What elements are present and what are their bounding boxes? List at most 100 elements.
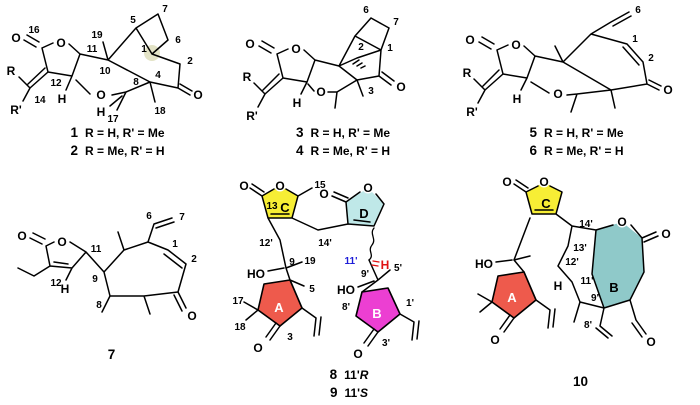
ring-o-atom: O <box>511 38 520 52</box>
compound-number: 7 <box>107 347 116 362</box>
bond-skeleton <box>18 13 193 111</box>
atom-gap <box>274 180 286 192</box>
locant-7: 7 <box>393 17 399 28</box>
ketone-o-atom: O <box>193 88 202 102</box>
locant-19: 19 <box>304 256 316 267</box>
locant-4: 4 <box>155 70 161 81</box>
r-definition: R = Me, R' = H <box>84 144 165 158</box>
locant-8: 8 <box>96 300 102 311</box>
locant-6: 6 <box>146 211 152 222</box>
bond-skeleton <box>243 183 420 347</box>
compound-number: 3 <box>295 125 304 140</box>
ring-b-ketone-o: O <box>646 335 655 349</box>
r-definition: R = H, R' = Me <box>543 126 624 140</box>
panel-compound-1-2: O O O O R R' H H 16 14 12 11 10 19 5 7 6… <box>0 0 235 164</box>
stereo-prefix: 11' <box>344 386 361 400</box>
locant-16: 16 <box>28 25 40 36</box>
r-prime-group: R' <box>10 103 22 117</box>
locant-1: 1 <box>141 44 147 55</box>
h-atom-c12: H <box>513 92 522 106</box>
locant-11-prime: 11' <box>345 256 358 267</box>
compound-number: 2 <box>70 143 78 158</box>
ketone-o-atom: O <box>663 83 672 97</box>
locant-18: 18 <box>234 322 246 333</box>
stereo-letter: S <box>360 386 369 400</box>
locant-17: 17 <box>232 296 244 307</box>
locant-9: 9 <box>289 257 295 268</box>
atom-gap <box>552 88 564 100</box>
locant-13: 13 <box>266 201 278 212</box>
entry-10: 10 <box>468 373 700 391</box>
ring-c-fill <box>262 186 298 218</box>
locant-15: 15 <box>314 180 326 191</box>
panel-compound-8-9: O O O O C D 13 15 12' 14' 11' H HO 9 19 … <box>228 168 470 405</box>
ring-b-fill <box>592 222 644 308</box>
compound-number: 6 <box>529 143 537 158</box>
locant-18: 18 <box>154 106 166 117</box>
structure-8-9: O O O O C D 13 15 12' 14' 11' H HO 9 19 … <box>232 179 420 361</box>
locant-6: 6 <box>175 35 181 46</box>
entry-8: 8 11'R <box>228 366 470 384</box>
carbonyl-o-atom: O <box>465 33 474 47</box>
hashed-h-bond <box>371 260 380 267</box>
carbonyl-o-atom: O <box>245 37 254 51</box>
r-group: R <box>243 70 252 84</box>
bond-skeleton <box>473 11 662 113</box>
atom-gap <box>56 236 68 248</box>
locant-9-prime: 9' <box>361 269 369 280</box>
structure-1-2: O O O O R R' H H 16 14 12 11 10 19 5 7 6… <box>7 4 203 122</box>
ring-b-ketone-o: O <box>353 347 362 361</box>
stereo-label: 11'R <box>344 368 368 382</box>
ring-c-o: O <box>539 175 548 189</box>
ho-left: HO <box>247 267 265 281</box>
h-atom-red: H <box>381 258 390 272</box>
ring-c-carbonyl-o: O <box>502 175 511 189</box>
locant-3: 3 <box>287 332 293 343</box>
locant-8-prime: 8' <box>342 302 350 313</box>
ring-b-o: O <box>617 215 626 229</box>
locant-12: 12 <box>50 78 62 89</box>
r-definition: R = Me, R' = H <box>543 144 624 158</box>
locant-11: 11 <box>87 44 98 55</box>
locant-2: 2 <box>358 42 364 53</box>
ring-o-atom: O <box>56 36 65 50</box>
ring-a-label: A <box>274 300 284 315</box>
ether-o-atom: O <box>553 87 562 101</box>
locant-6: 6 <box>635 5 641 16</box>
locant-14-prime: 14' <box>579 219 593 230</box>
atom-gap <box>290 43 302 55</box>
carbonyl-o-atom: O <box>11 31 20 45</box>
atom-gap <box>616 216 628 228</box>
locant-6: 6 <box>363 5 369 16</box>
atom-gap <box>95 89 107 101</box>
bond-skeleton <box>17 217 187 315</box>
label-7: 7 <box>2 346 228 364</box>
ring-d-label: D <box>359 206 368 221</box>
r-group: R <box>463 66 472 80</box>
h-atom-c12: H <box>293 96 302 110</box>
ring-c-fill <box>526 182 562 214</box>
ring-c-o: O <box>275 179 284 193</box>
locant-11-prime: 11' <box>581 276 594 287</box>
locant-11: 11 <box>91 244 102 255</box>
locant-1: 1 <box>632 34 638 45</box>
locant-8-prime: 8' <box>584 320 592 331</box>
locant-17: 17 <box>107 114 119 122</box>
entry-7: 7 <box>2 346 228 364</box>
compound-number: 9 <box>329 385 338 400</box>
compound-number: 8 <box>329 367 338 382</box>
locant-12-prime: 12' <box>565 257 579 268</box>
wavy-bond <box>368 227 375 261</box>
locant-2: 2 <box>648 53 654 64</box>
locant-2: 2 <box>191 254 197 265</box>
ho-group: HO <box>475 257 493 271</box>
ether-o-atom: O <box>316 85 325 99</box>
ring-c-label: C <box>541 196 551 211</box>
atom-gap <box>510 39 522 51</box>
entry-6: 6 R = Me, R' = H <box>453 142 700 160</box>
